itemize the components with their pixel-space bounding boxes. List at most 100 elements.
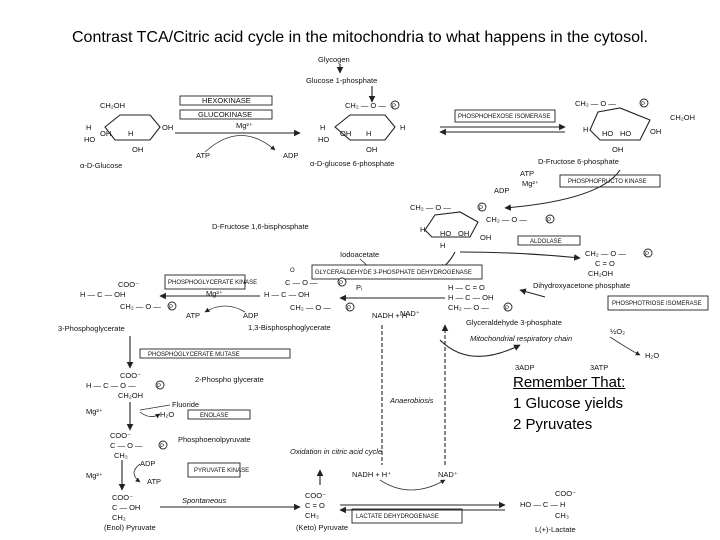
svg-text:CH₂: CH₂ <box>112 513 126 522</box>
glucokinase-label: GLUCOKINASE <box>198 110 252 119</box>
fructose-6-phosphate-structure: CH₂ — O — P CH₂OH H HO HO OH OH <box>575 98 695 154</box>
svg-text:CH₂ — O —: CH₂ — O — <box>120 302 161 311</box>
ldh-cofactor-arc <box>379 479 446 491</box>
pfk-arrow <box>504 169 621 211</box>
anaerobiosis-label: Anaerobiosis <box>389 396 434 405</box>
svg-text:COO⁻: COO⁻ <box>110 431 131 440</box>
adp-label-1: ADP <box>283 151 298 160</box>
oxidation-label: Oxidation in citric acid cycle <box>290 447 382 456</box>
pep-label: Phosphoenolpyruvate <box>178 435 251 444</box>
svg-text:COO⁻: COO⁻ <box>120 371 141 380</box>
fluoride-pointer <box>139 404 171 411</box>
adp-label-3: ADP <box>243 311 258 320</box>
h2o-label-1: H₂O <box>160 410 174 419</box>
pgk-box <box>164 274 246 290</box>
remember-note: Remember That: 1 Glucose yields 2 Pyruva… <box>511 372 628 435</box>
3atp-label: 3ATP <box>590 363 608 372</box>
svg-text:HO: HO <box>84 135 95 144</box>
svg-text:H — C = O: H — C = O <box>448 283 485 292</box>
svg-text:OH: OH <box>612 145 623 154</box>
svg-text:P: P <box>479 206 483 212</box>
nadh-label-1: NADH + H⁺ <box>372 311 411 320</box>
13bpg-label: 1,3-Bisphosphoglycerate <box>248 323 331 332</box>
enol-pyruvate-structure: COO⁻ C — OH CH₂ <box>112 493 140 522</box>
svg-text:P: P <box>392 104 396 110</box>
mito-label: Mitochondrial respiratory chain <box>470 334 572 343</box>
svg-text:H — C — OH: H — C — OH <box>264 290 309 299</box>
13bpg-structure: O C — O — P H — C — OH CH₂ — O — P <box>264 268 355 312</box>
keto-pyruvate-label: (Keto) Pyruvate <box>296 523 348 532</box>
fructose-6-phosphate-label: D-Fructose 6-phosphate <box>538 157 619 166</box>
lactate-label: L(+)-Lactate <box>535 525 576 534</box>
mg-label-2: Mg²⁺ <box>522 179 539 188</box>
glycolysis-pathway-diagram: Glycogen Glucose 1-phosphate CH₂OH H OH … <box>58 55 709 534</box>
g3p-structure: H — C = O H — C — OH CH₂ — O — P <box>448 283 513 312</box>
atp-label-1: ATP <box>196 151 210 160</box>
svg-text:O: O <box>290 268 295 274</box>
svg-text:H — C — OH: H — C — OH <box>80 290 125 299</box>
remember-line-1: 1 Glucose yields <box>513 395 624 412</box>
hexokinase-cofactor-arc <box>204 135 276 153</box>
svg-text:C — O —: C — O — <box>110 441 143 450</box>
adp-label-4: ADP <box>140 459 155 468</box>
svg-text:CH₂OH: CH₂OH <box>118 391 143 400</box>
mg-label-3: Mg²⁺ <box>206 289 223 298</box>
svg-text:HO: HO <box>620 129 631 138</box>
mg-label-5: Mg²⁺ <box>86 471 103 480</box>
glucose-6-phosphate-label: α-D-glucose 6-phosphate <box>310 159 394 168</box>
svg-text:HO: HO <box>602 129 613 138</box>
svg-text:OH: OH <box>366 145 377 154</box>
mito-arrow <box>439 339 521 357</box>
adp-label-2: ADP <box>494 186 509 195</box>
o2-arrow <box>609 336 641 356</box>
lactate-structure: COO⁻ HO — C — H CH₃ <box>520 489 576 520</box>
svg-text:CH₃: CH₃ <box>305 511 319 520</box>
svg-text:P: P <box>505 306 509 312</box>
iodoacetate-label: Iodoacetate <box>340 250 379 259</box>
svg-text:CH₃: CH₃ <box>555 511 569 520</box>
svg-text:CH₂OH: CH₂OH <box>100 101 125 110</box>
ldh-box <box>351 508 463 524</box>
dhap-structure: CH₂ — O — P C = O CH₂OH <box>585 248 653 278</box>
svg-text:H: H <box>320 123 325 132</box>
svg-text:COO⁻: COO⁻ <box>555 489 576 498</box>
pk-label: PYRUVATE KINASE <box>194 468 249 474</box>
pgk-cofactor-arc <box>204 305 246 313</box>
svg-text:OH: OH <box>100 129 111 138</box>
remember-heading: Remember That: <box>513 374 626 391</box>
glucose-1-phosphate-label: Glucose 1-phosphate <box>306 76 377 85</box>
svg-text:CH₂: CH₂ <box>114 451 128 460</box>
3pg-structure: COO⁻ H — C — OH CH₂ — O — P <box>80 280 177 311</box>
svg-text:CH₂ — O —: CH₂ — O — <box>575 99 616 108</box>
svg-text:OH: OH <box>162 123 173 132</box>
nad-label-1: NAD⁺ <box>400 309 420 318</box>
svg-text:P: P <box>547 218 551 224</box>
svg-text:P: P <box>641 102 645 108</box>
svg-text:C = O: C = O <box>305 501 325 510</box>
svg-text:OH: OH <box>340 129 351 138</box>
dhap-label: Dihydroxyacetone phosphate <box>533 281 630 290</box>
svg-text:H — C — OH: H — C — OH <box>448 293 493 302</box>
svg-text:H: H <box>366 129 371 138</box>
pi-label: Pᵢ <box>356 283 362 292</box>
tpi-box <box>607 295 709 311</box>
gapdh-box <box>311 264 483 280</box>
atp-label-4: ATP <box>147 477 161 486</box>
enolase-label: ENOLASE <box>200 413 228 419</box>
gapdh-label: GLYCERALDEHYDE 3-PHOSPHATE DEHYDROGENASE <box>315 270 472 276</box>
svg-text:COO⁻: COO⁻ <box>118 280 139 289</box>
pgm-label: PHOSPHOGLYCERATE MUTASE <box>148 352 240 358</box>
keto-pyruvate-structure: COO⁻ C = O CH₃ <box>305 491 326 520</box>
svg-text:H: H <box>400 123 405 132</box>
pk-cofactor-arc <box>133 463 141 483</box>
enolase-water-arc <box>139 411 161 419</box>
svg-text:H — C — O —: H — C — O — <box>86 381 136 390</box>
hexokinase-label: HEXOKINASE <box>202 96 251 105</box>
svg-text:CH₂ — O —: CH₂ — O — <box>410 203 451 212</box>
glucose-6-phosphate-structure: CH₂ — O — P H OH H HO H OH <box>318 100 405 154</box>
glycogen-label: Glycogen <box>318 55 350 64</box>
mg-label-1: Mg²⁺ <box>236 121 253 130</box>
aldolase-arrow <box>459 251 581 261</box>
glucokinase-box <box>179 109 273 120</box>
o2-label: ½O₂ <box>610 327 625 336</box>
